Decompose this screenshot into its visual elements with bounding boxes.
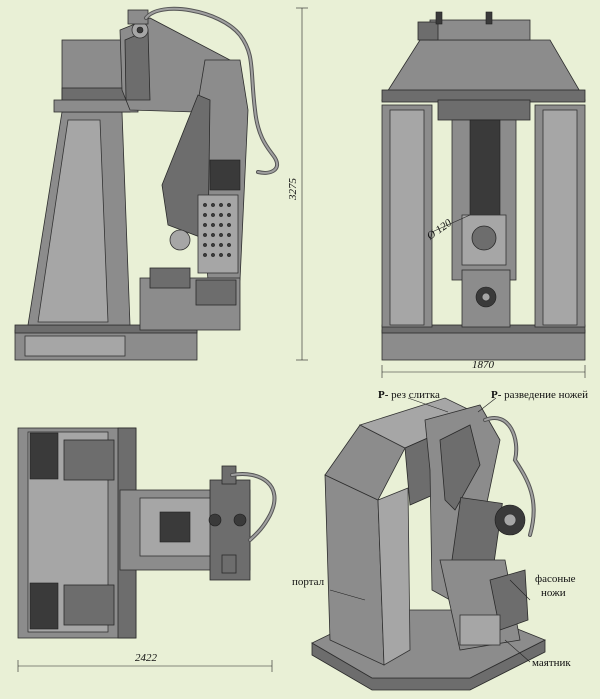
height-dimension: 3275 — [287, 178, 299, 202]
label-knives-line2: ножи — [541, 587, 566, 599]
top-view — [17, 427, 277, 672]
label-portal: портал — [292, 576, 325, 588]
label-spread: P- разведение ножей — [491, 389, 588, 401]
length-dimension: 2422 — [135, 652, 158, 664]
label-cut: P- рез слитка — [378, 389, 440, 401]
isometric-view — [311, 397, 546, 691]
width-dimension: 1870 — [472, 359, 495, 371]
label-knives-line1: фасоные — [535, 573, 576, 585]
label-pendulum: маятник — [532, 657, 571, 669]
front-view — [381, 11, 586, 378]
side-view — [14, 6, 308, 361]
